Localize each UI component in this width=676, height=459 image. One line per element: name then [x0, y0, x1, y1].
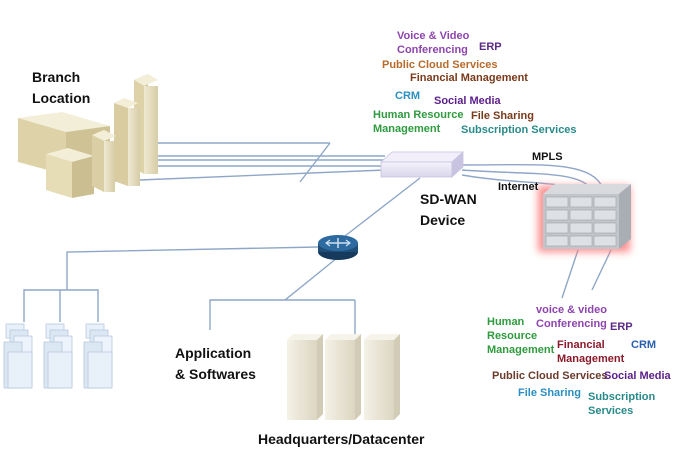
- service-erp: ERP: [479, 41, 502, 53]
- cloud-service-erp: ERP: [610, 321, 633, 333]
- server-stack: [3, 323, 33, 389]
- service-subscription: Subscription Services: [461, 124, 577, 136]
- datacenter-tower: [287, 334, 323, 420]
- sdwan-device-icon: [379, 151, 465, 178]
- firewall-icon: [538, 184, 631, 252]
- router-app-line: [209, 257, 338, 330]
- datacenter-tower: [364, 334, 400, 420]
- cloud-service-file-sharing: File Sharing: [518, 387, 581, 399]
- service-voice-video: Voice & Video Conferencing: [397, 30, 470, 56]
- service-public-cloud: Public Cloud Services: [382, 59, 498, 71]
- service-financial: Financial Management: [410, 72, 528, 84]
- service-crm: CRM: [395, 90, 421, 102]
- server-rack-icon: [3, 323, 113, 389]
- cloud-service-human-resource: Human Resource Management: [487, 316, 555, 356]
- headquarters-label: Headquarters/Datacenter: [258, 431, 425, 447]
- cloud-service-financial: Financial Management: [557, 339, 625, 365]
- cloud-service-subscription: Subscription Services: [588, 391, 656, 417]
- application-softwares-label: Application & Softwares: [175, 345, 256, 382]
- firewall-link-line: [591, 249, 612, 291]
- branch-location-label: Branch Location: [32, 69, 91, 106]
- server-stack: [83, 323, 113, 389]
- datacenter-buildings-icon: [287, 334, 400, 420]
- service-file-sharing: File Sharing: [471, 110, 534, 122]
- datacenter-tower: [325, 334, 361, 420]
- server-stack: [43, 323, 73, 389]
- cloud-service-voice-video: voice & video Conferencing: [536, 304, 607, 330]
- mpls-label: MPLS: [532, 151, 563, 163]
- router-server-line: [23, 289, 99, 322]
- router-icon: [318, 235, 358, 260]
- sdwan-router-line: [344, 177, 421, 237]
- cloud-service-crm: CRM: [631, 339, 657, 351]
- branch-link-line: [114, 169, 386, 182]
- service-social-media: Social Media: [434, 95, 501, 107]
- connection-lines: [23, 142, 612, 340]
- branch-buildings-icon: [18, 74, 158, 198]
- internet-label: Internet: [498, 181, 539, 193]
- router-server-line: [66, 246, 319, 290]
- service-human-resource: Human Resource Management: [373, 109, 464, 135]
- sdwan-device-label: SD-WAN Device: [420, 191, 477, 228]
- firewall-link-line: [561, 249, 579, 299]
- cloud-service-public-cloud: Public Cloud Services: [492, 370, 608, 382]
- cloud-service-social-media: Social Media: [604, 370, 671, 382]
- branch-link-line: [299, 142, 331, 183]
- mpls-link-line: [461, 163, 604, 189]
